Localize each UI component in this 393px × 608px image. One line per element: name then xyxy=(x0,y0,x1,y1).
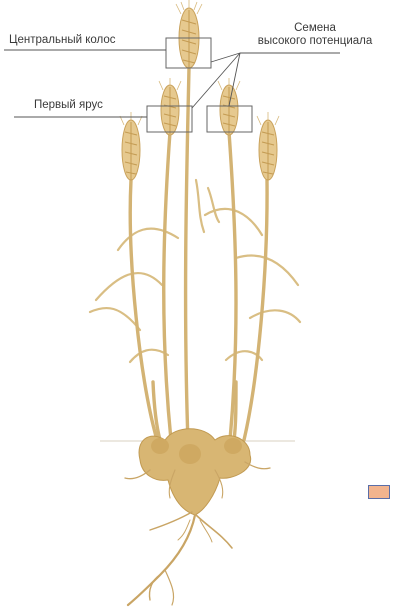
legend-swatch xyxy=(368,485,390,499)
leaf xyxy=(118,229,178,250)
leaf xyxy=(90,308,140,330)
leaf xyxy=(208,188,219,222)
central-stem xyxy=(186,68,189,442)
high-potential-seeds-label: Семена высокого потенциала xyxy=(236,22,393,48)
leaf xyxy=(196,180,204,232)
short-tiller xyxy=(234,382,236,440)
first-tier-label: Первый ярус xyxy=(34,99,103,112)
tillering-node xyxy=(139,429,251,515)
leaf xyxy=(250,310,300,322)
first-tier-stem-left xyxy=(164,132,171,440)
outer-ear-left xyxy=(120,112,142,180)
leaf xyxy=(130,350,168,362)
seeds-label-line1: Семена xyxy=(236,22,393,35)
central-ear xyxy=(176,0,202,68)
outer-stem-right xyxy=(244,180,267,440)
outer-ear-right xyxy=(257,112,279,180)
central-ear-label: Центральный колос xyxy=(9,34,116,47)
seeds-label-line2: высокого потенциала xyxy=(236,35,393,48)
leaf xyxy=(96,273,162,300)
